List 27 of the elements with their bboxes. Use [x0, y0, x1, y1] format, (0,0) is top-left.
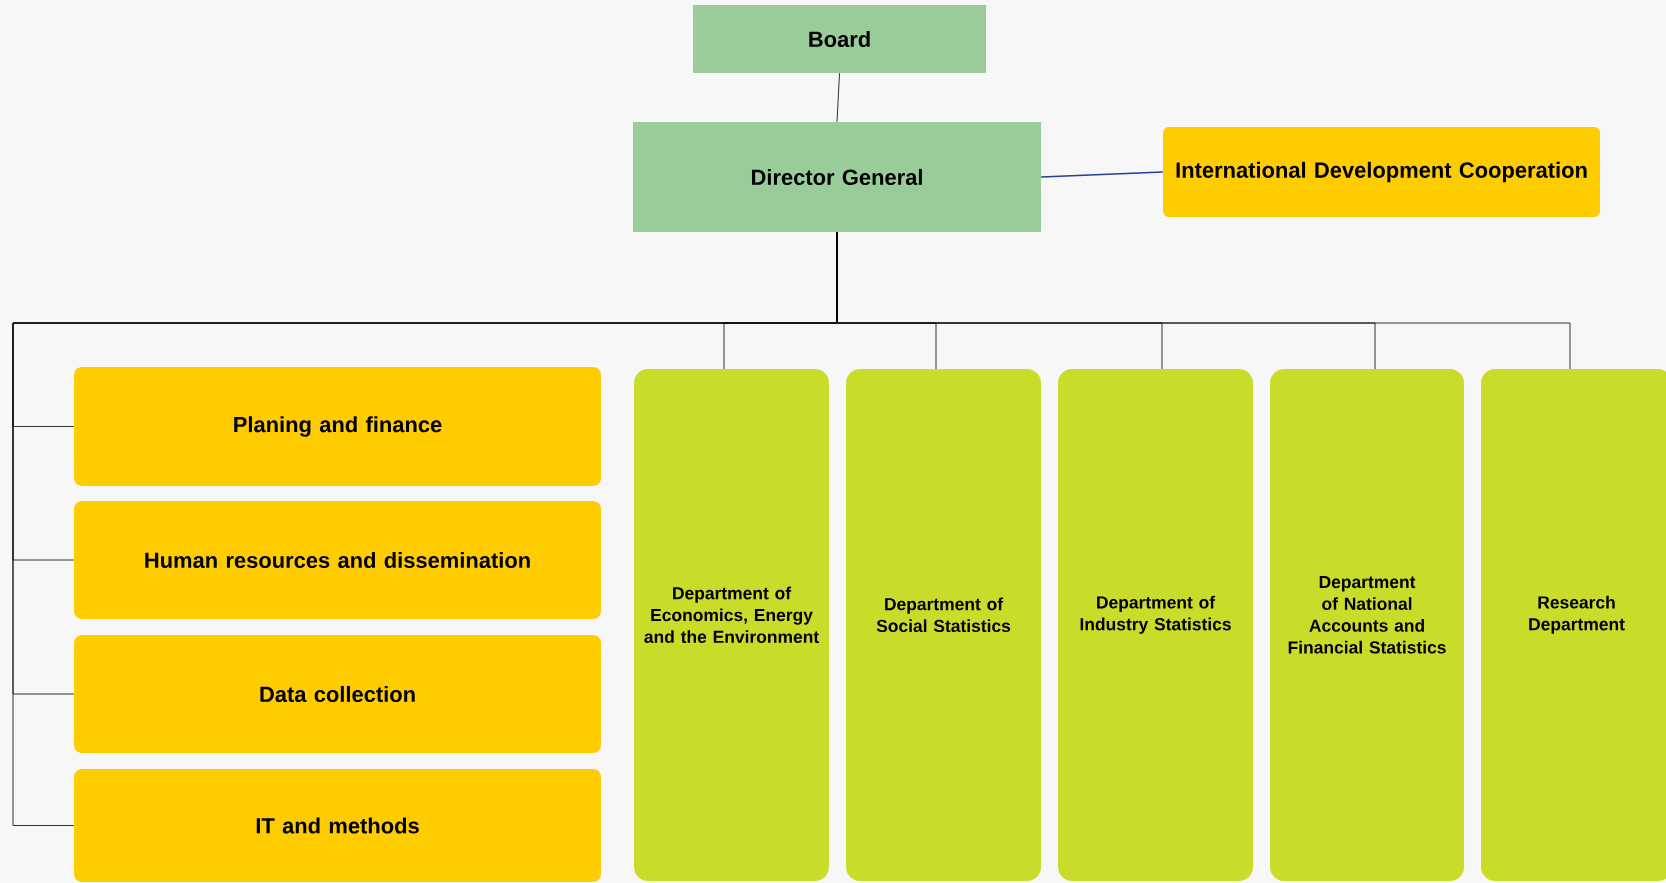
unit-box [1163, 127, 1600, 217]
department-box [634, 369, 829, 881]
box-label: Department of National Accounts and Financial Statistics [1288, 576, 1446, 654]
office-box [633, 122, 1041, 232]
connector [836, 72, 840, 123]
box-label: Research Department [1529, 595, 1625, 634]
unit-box [74, 635, 601, 753]
box-label: Planing and finance [234, 416, 442, 437]
box-label: Department of Economics, Energy and the Environment [644, 586, 819, 644]
box-label: Board [809, 30, 870, 48]
connector [836, 231, 1571, 370]
box-label: Department of Social Statistics [876, 597, 1011, 633]
unit-box [74, 367, 601, 486]
department-box [846, 369, 1041, 881]
department-box [1270, 369, 1464, 881]
connector [1040, 171, 1164, 178]
box-label: Data collection [260, 685, 415, 703]
department-box [1058, 369, 1253, 881]
box-label: International Development Cooperation [1176, 161, 1587, 183]
box-label: Director General [752, 168, 922, 186]
box-label: Department of Industry Statistics [1080, 595, 1231, 634]
unit-box [74, 501, 601, 619]
box-label: IT and methods [256, 817, 419, 834]
office-box [693, 5, 986, 73]
department-box [1481, 369, 1666, 881]
box-label: Human resources and dissemination [145, 551, 530, 569]
unit-box [74, 769, 601, 882]
